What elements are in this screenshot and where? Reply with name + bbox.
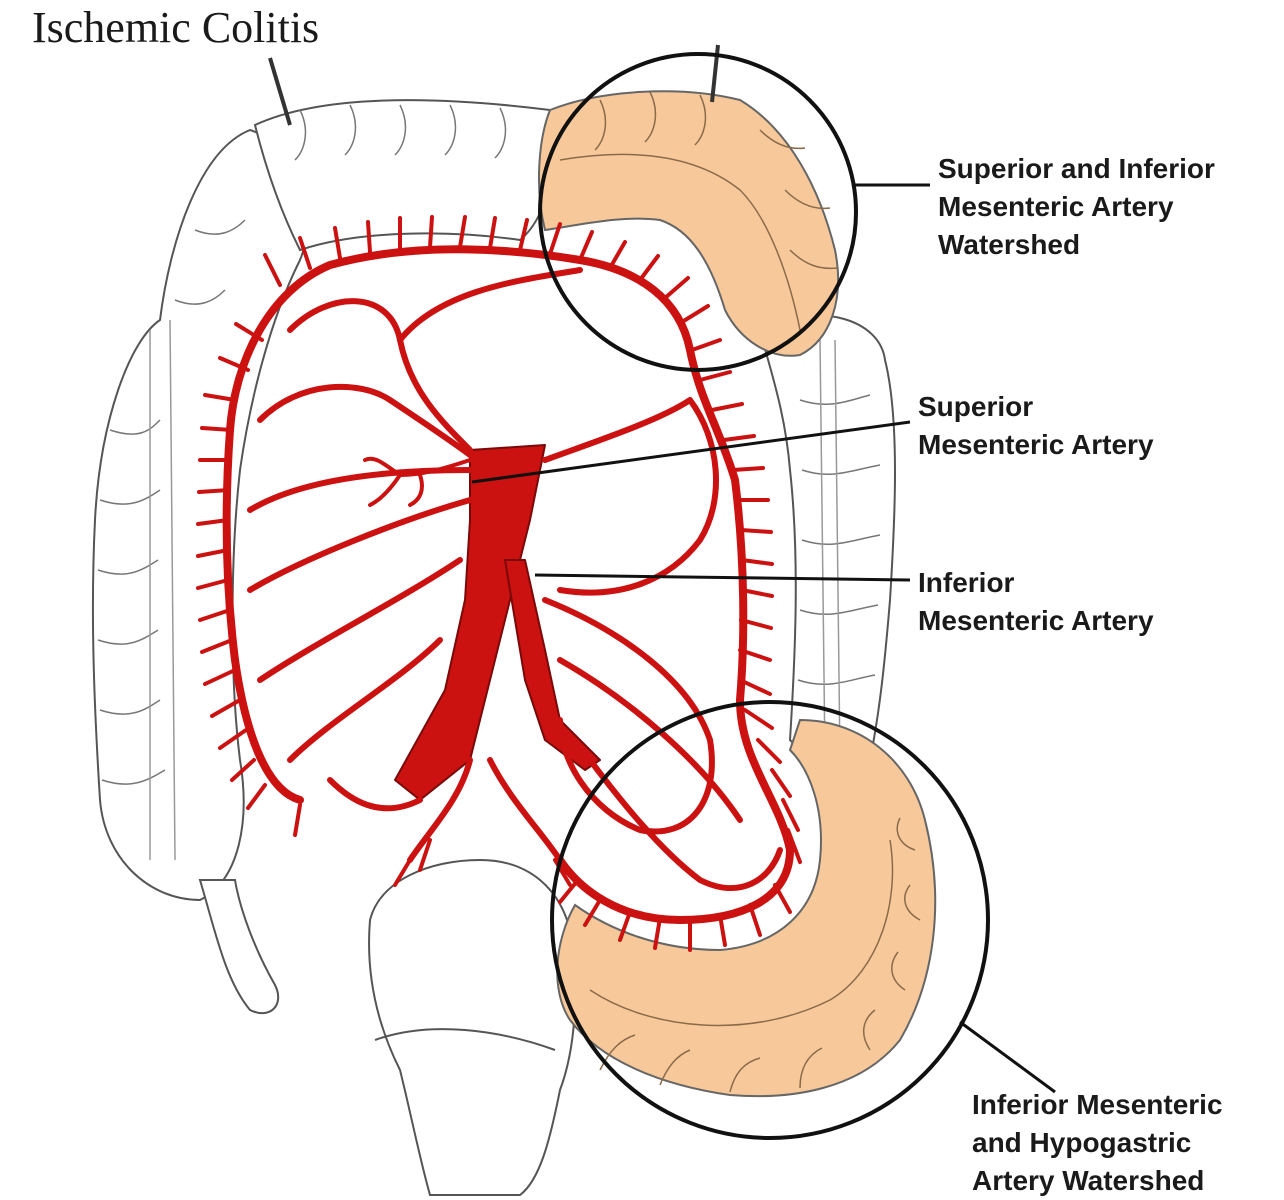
leader-ima-hypo bbox=[959, 1020, 1056, 1094]
label-line: Watershed bbox=[938, 229, 1081, 260]
label-superior-mesenteric-artery: Superior Mesenteric Artery bbox=[918, 388, 1154, 464]
clamp-left bbox=[268, 57, 292, 126]
label-line: Superior bbox=[918, 391, 1034, 422]
rectum-fold bbox=[374, 1028, 556, 1051]
aorta bbox=[394, 444, 546, 801]
arcade-5 bbox=[257, 557, 463, 683]
arcade-11 bbox=[587, 757, 783, 892]
watershed-haustra bbox=[559, 91, 921, 1093]
right-marginal-artery bbox=[222, 426, 304, 804]
rectum bbox=[368, 858, 577, 1196]
diagram-title: Ischemic Colitis bbox=[32, 3, 320, 52]
label-line: Artery Watershed bbox=[972, 1165, 1205, 1196]
arcade-2 bbox=[257, 383, 473, 458]
label-line: and Hypogastric bbox=[972, 1127, 1192, 1158]
sigmoid-circle bbox=[550, 700, 990, 1140]
vasa-recta bbox=[196, 215, 802, 952]
arcade-9 bbox=[542, 597, 715, 835]
arcade-3 bbox=[247, 467, 473, 513]
arcade-13 bbox=[487, 757, 563, 863]
label-line: Mesenteric Artery bbox=[918, 605, 1154, 636]
label-line: Inferior Mesenteric bbox=[972, 1089, 1223, 1120]
label-line: Mesenteric Artery bbox=[918, 429, 1154, 460]
arcade-12 bbox=[407, 757, 473, 863]
label-line: Superior and Inferior bbox=[938, 153, 1215, 184]
appendix bbox=[198, 879, 280, 1015]
arcade-1 bbox=[287, 298, 473, 453]
arcade-8 bbox=[542, 397, 719, 596]
label-line: Inferior bbox=[918, 567, 1015, 598]
leader-sma bbox=[471, 420, 911, 484]
label-sup-inf-watershed: Superior and Inferior Mesenteric Artery … bbox=[938, 150, 1215, 264]
descending-colon bbox=[758, 314, 896, 765]
arcade-6 bbox=[287, 637, 443, 763]
haustra-lines bbox=[97, 104, 881, 861]
leader-lines bbox=[471, 183, 1056, 1094]
arcade-14 bbox=[327, 777, 423, 812]
ima-trunk bbox=[504, 559, 601, 771]
splenic-flexure-circle bbox=[538, 52, 858, 372]
watershed-circles bbox=[538, 52, 990, 1140]
leader-ima bbox=[534, 573, 911, 582]
arcade-7 bbox=[397, 267, 583, 343]
arcade-4 bbox=[247, 497, 473, 593]
transverse-colon bbox=[253, 99, 555, 252]
watershed-tissue bbox=[537, 90, 937, 1098]
label-line: Mesenteric Artery bbox=[938, 191, 1174, 222]
label-ima-hypogastric-watershed: Inferior Mesenteric and Hypogastric Arte… bbox=[972, 1086, 1223, 1200]
sma-branch-tree bbox=[363, 456, 472, 507]
marginal-artery bbox=[226, 245, 794, 924]
label-inferior-mesenteric-artery: Inferior Mesenteric Artery bbox=[918, 564, 1154, 640]
arteries bbox=[196, 215, 802, 952]
